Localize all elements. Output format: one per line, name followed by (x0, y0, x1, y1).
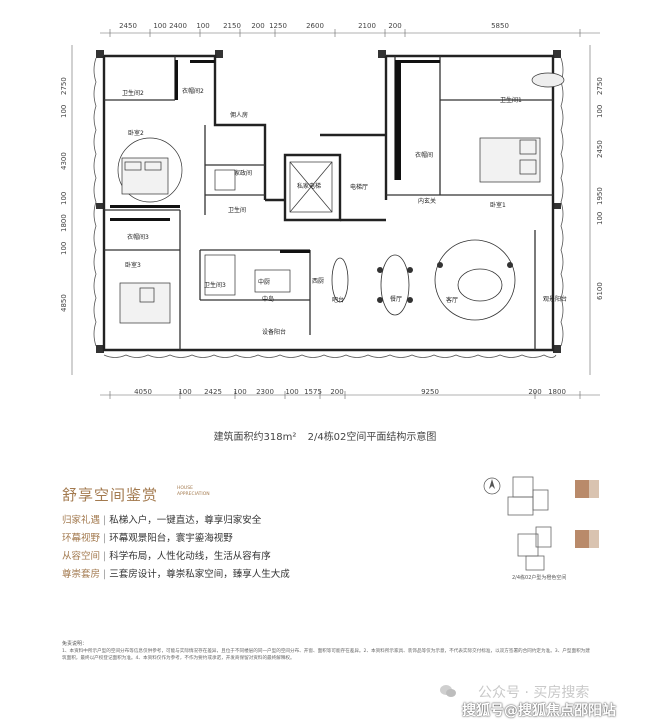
top-dim: 200 (251, 22, 265, 30)
bottom-dim: 200 (330, 388, 344, 396)
left-dim: 2750 (60, 77, 68, 95)
left-dim: 100 (60, 241, 68, 255)
bottom-dim: 100 (285, 388, 299, 396)
room-label: 观景阳台 (543, 296, 568, 303)
left-dim: 4850 (60, 294, 68, 312)
bottom-dim: 2300 (256, 388, 274, 396)
feature-item: 从容空间|科学布局，人性化动线，生活从容有序 (62, 551, 271, 562)
top-dim: 5850 (491, 22, 509, 30)
feature-item: 归家礼遇|私梯入户，一键直达，尊享归家安全 (62, 515, 262, 526)
feature-item: 环幕视野|环幕观景阳台，寰宇鎏海视野 (62, 533, 233, 544)
room-label: 中厨 (258, 279, 271, 286)
room-label: 衣帽间 (415, 152, 434, 159)
room-label: 餐厅 (390, 296, 403, 303)
top-dim: 100 (196, 22, 210, 30)
feature-item: 尊崇套房|三套房设计，尊崇私家空间，臻享人生大成 (62, 569, 290, 580)
disclaimer-title: 免责说明： (62, 641, 88, 647)
room-label: 设备阳台 (262, 329, 287, 336)
watermark-line: 公众号 · 买房搜索 (478, 685, 590, 701)
section-subtitle: HOUSE APPRECIATION (177, 486, 210, 497)
floor-plan-drawing (71, 29, 600, 399)
feature-text: 科学布局，人性化动线，生活从容有序 (109, 551, 271, 562)
watermark-line: 搜狐号@搜狐焦点邵阳站 (462, 703, 616, 719)
right-dim: 2450 (596, 140, 604, 158)
room-label: 西厨 (312, 278, 325, 285)
room-label: 卫生间1 (500, 97, 522, 104)
right-dim: 1950 (596, 187, 604, 205)
top-dim: 2600 (306, 22, 324, 30)
top-dim: 100 (153, 22, 167, 30)
left-dim: 1800 (60, 214, 68, 232)
floor-plan: 2450 100 2400 100 2150 200 1250 2600 210… (60, 22, 604, 399)
room-label: 卫生间3 (204, 282, 226, 289)
room-label: 电梯厅 (350, 184, 369, 191)
room-label: 卧室3 (125, 262, 141, 269)
section-title: 舒享空间鉴赏 (62, 486, 159, 504)
plan-area: 建筑面积约318m² (213, 432, 297, 443)
feature-tag: 从容空间 (62, 551, 101, 562)
feature-tag: 环幕视野 (62, 533, 101, 544)
right-dim: 100 (596, 104, 604, 118)
right-dim: 6100 (596, 282, 604, 300)
wechat-icon (440, 685, 456, 697)
room-label: 衣帽间2 (182, 88, 204, 95)
room-label: 内玄关 (418, 198, 437, 205)
right-dim: 100 (596, 211, 604, 225)
room-label: 私家电梯 (297, 183, 322, 190)
room-label: 家政间 (234, 170, 253, 177)
plan-caption: 建筑面积约318m² 2/4栋02空间平面结构示意图 (0, 428, 650, 443)
plan-name: 2/4栋02空间平面结构示意图 (307, 432, 437, 443)
feature-text: 私梯入户，一键直达，尊享归家安全 (109, 515, 262, 526)
top-dim: 2150 (223, 22, 241, 30)
room-label: 衣帽间3 (127, 234, 149, 241)
highlight-unit (575, 530, 589, 548)
highlight-unit (575, 480, 589, 498)
room-label: 卧室2 (128, 130, 144, 137)
left-dim: 100 (60, 191, 68, 205)
room-label: 客厅 (446, 297, 459, 304)
feature-text: 三套房设计，尊崇私家空间，臻享人生大成 (109, 569, 290, 580)
room-label: 佣人房 (230, 112, 249, 119)
bottom-dim: 1575 (304, 388, 322, 396)
top-dim: 1250 (269, 22, 287, 30)
disclaimer-body: 1、本资料中所示户型的空间分布等信息仅供参考，可能与实际情况存在差异，且位于不同… (62, 649, 590, 661)
left-dim: 100 (60, 104, 68, 118)
bottom-dim: 4050 (134, 388, 152, 396)
room-label: 卫生间 (228, 207, 247, 214)
feature-text: 环幕观景阳台，寰宇鎏海视野 (109, 533, 233, 544)
left-dim: 4300 (60, 152, 68, 170)
top-dim: 2100 (358, 22, 376, 30)
room-label: 中岛 (262, 296, 275, 303)
bottom-dim: 1800 (548, 388, 566, 396)
feature-tag: 尊崇套房 (62, 569, 101, 580)
room-label: 卧室1 (490, 202, 506, 209)
feature-tag: 归家礼遇 (62, 515, 101, 526)
room-label: 卫生间2 (122, 90, 144, 97)
compass-icon (483, 477, 501, 495)
right-dim: 2750 (596, 77, 604, 95)
bottom-dim: 9250 (421, 388, 439, 396)
bottom-dim: 100 (178, 388, 192, 396)
key-plan-caption: 2/4栋02户型为橙色空间 (512, 575, 567, 581)
bottom-dim: 100 (233, 388, 247, 396)
bottom-dim: 2425 (204, 388, 222, 396)
bottom-dim: 200 (528, 388, 542, 396)
top-dim: 200 (388, 22, 402, 30)
room-label: 吧台 (332, 297, 345, 304)
key-plan (483, 476, 599, 571)
top-dim: 2450 (119, 22, 137, 30)
top-dim: 2400 (169, 22, 187, 30)
